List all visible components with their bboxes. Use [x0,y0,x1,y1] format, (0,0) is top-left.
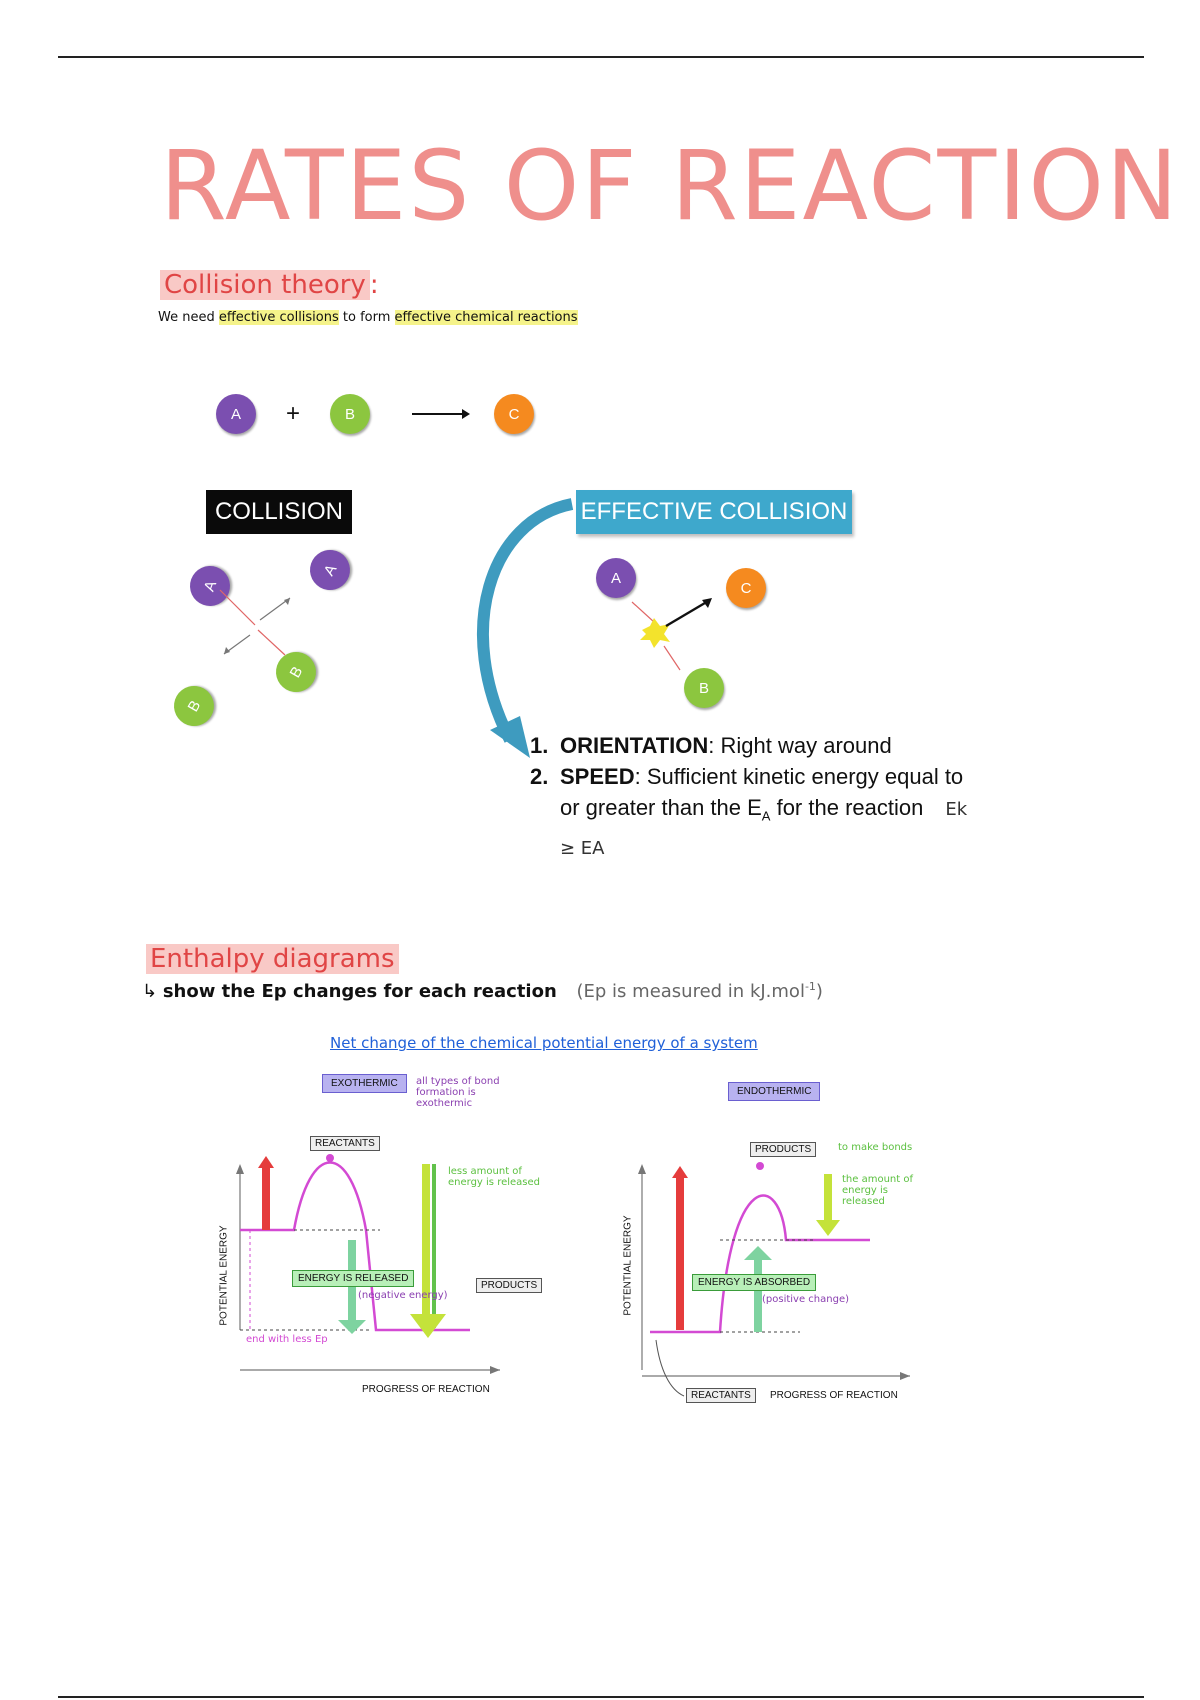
intro-highlight-1: effective collisions [218,310,339,325]
intro-mid: to form [338,310,395,325]
exothermic-plot [236,1154,500,1374]
page-title: RATES OF REACTION [160,130,1180,242]
curved-arrow [476,498,574,758]
list-item: 1. ORIENTATION: Right way around [530,730,970,761]
enthalpy-line: ↳ show the Ep changes for each reaction … [142,980,823,1002]
collision-theory-intro: We need effective collisions to form eff… [158,310,578,325]
endothermic-amount-note: the amount of energy is released [842,1174,913,1207]
plus-sign: + [286,400,301,427]
list-tail: for the reaction [770,795,924,820]
exothermic-products: PRODUCTS [476,1278,543,1293]
endothermic-absorbed: ENERGY IS ABSORBED [692,1274,817,1291]
list-number: 1. [530,733,549,758]
exothermic-released-note: (negative energy) [358,1290,448,1301]
effective-ball-c: C [726,568,766,608]
ball-a-label: A [230,405,241,423]
enthalpy-line-note: (Ep is measured in kJ.mol-1) [576,980,823,1002]
endothermic-title: ENDOTHERMIC [728,1082,821,1101]
ball-a: A [216,394,256,434]
exothermic-end-note: end with less Ep [246,1334,328,1345]
ball-c-label: C [508,405,520,423]
endothermic-y-axis: POTENTIAL ENERGY [622,1215,634,1316]
effective-ball-b-label: B [698,679,709,697]
collision-arrows [219,589,291,656]
exothermic-diagram: EXOTHERMIC all types of bond formation i… [210,1070,543,1410]
list-bold: SPEED [560,764,635,789]
enthalpy-line-note-sup: -1 [804,980,816,993]
enthalpy-subheading: Net change of the chemical potential ene… [330,1034,758,1052]
exothermic-released: ENERGY IS RELEASED [292,1270,415,1287]
enthalpy-heading-text: Enthalpy diagrams [146,944,399,974]
effective-ball-c-label: C [740,579,752,597]
endothermic-absorbed-note: (positive change) [762,1294,850,1305]
exothermic-reactants: REACTANTS [310,1136,380,1151]
list-number: 2. [530,764,549,789]
exothermic-x-axis: PROGRESS OF REACTION [362,1384,490,1395]
reaction-arrow [412,409,470,419]
list-item: 2. SPEED: Sufficient kinetic energy equa… [530,761,970,864]
bottom-rule [58,1696,1144,1698]
collision-theory-heading-text: Collision theory [160,270,370,300]
effective-collision-banner: EFFECTIVE COLLISION [576,490,852,534]
collision-conditions-list: 1. ORIENTATION: Right way around 2. SPEE… [530,730,970,864]
effective-collision-marks [631,598,712,671]
top-rule [58,56,1144,58]
collision-ball-b2: B [166,678,222,734]
collision-theory-heading: Collision theory: [160,270,379,300]
list-bold: ORIENTATION [560,733,709,758]
exothermic-title: EXOTHERMIC [322,1074,407,1093]
endothermic-diagram: ENDOTHERMIC PRODUCTS to make bonds REACT… [620,1070,913,1410]
endothermic-reactants: REACTANTS [686,1388,756,1403]
exothermic-less-note: less amount of energy is released [448,1166,541,1188]
enthalpy-line-text: show the Ep changes for each reaction [162,981,557,1002]
endothermic-products: PRODUCTS [750,1142,817,1157]
ball-b: B [330,394,370,434]
collision-banner: COLLISION [206,490,352,534]
list-note: Ek ≥ EA [560,799,968,860]
exothermic-y-axis: POTENTIAL ENERGY [218,1225,230,1326]
collision-theory-colon: : [369,270,379,300]
enthalpy-line-arrow: ↳ [142,981,158,1002]
collision-ball-a2-label: A [320,561,340,579]
list-text: : Right way around [708,733,892,758]
effective-ball-a: A [596,558,636,598]
endothermic-x-axis: PROGRESS OF REACTION [770,1390,898,1401]
effective-ball-b: B [684,668,724,708]
ball-c: C [494,394,534,434]
effective-ball-a-label: A [610,569,621,587]
endothermic-products-note: to make bonds [838,1142,913,1153]
exothermic-note: all types of bond formation is exothermi… [416,1076,500,1109]
enthalpy-line-note-text: (Ep is measured in kJ.mol [576,981,805,1002]
enthalpy-heading: Enthalpy diagrams [146,944,399,974]
endothermic-plot [638,1162,910,1397]
list-sub: A [761,808,771,824]
collision-ball-b2-label: B [184,697,204,715]
intro-highlight-2: effective chemical reactions [394,310,578,325]
intro-prefix: We need [158,310,219,325]
list-text: : Sufficient kinetic energy equal to or … [560,764,964,820]
enthalpy-line-note-end: ) [815,981,823,1002]
ball-b-label: B [344,405,355,423]
